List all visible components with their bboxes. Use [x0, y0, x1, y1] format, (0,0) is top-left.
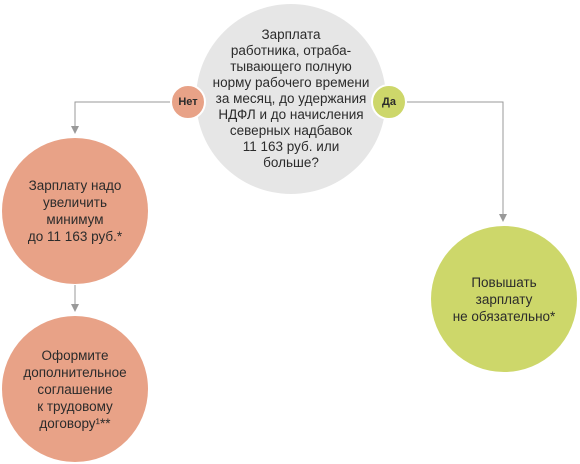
no-branch-connector — [71, 101, 172, 134]
yes-branch-badge: Да — [371, 84, 407, 120]
additional-agreement-text: Оформите дополнительное соглашение к тру… — [23, 347, 127, 431]
question-text: Зарплата работника, отраба- тывающего по… — [212, 27, 370, 170]
question-node: Зарплата работника, отраба- тывающего по… — [196, 4, 386, 194]
raise-salary-node: Зарплату надо увеличить минимум до 11 16… — [2, 138, 148, 284]
no-label: Нет — [178, 96, 198, 108]
raise-not-required-node: Повышать зарплату не обязательно* — [431, 226, 577, 372]
raise-not-required-text: Повышать зарплату не обязательно* — [452, 274, 556, 324]
no-branch-badge: Нет — [170, 84, 206, 120]
yes-branch-connector — [405, 101, 507, 222]
additional-agreement-node: Оформите дополнительное соглашение к тру… — [2, 316, 148, 462]
raise-salary-text: Зарплату надо увеличить минимум до 11 16… — [27, 178, 123, 244]
yes-label: Да — [382, 96, 396, 108]
